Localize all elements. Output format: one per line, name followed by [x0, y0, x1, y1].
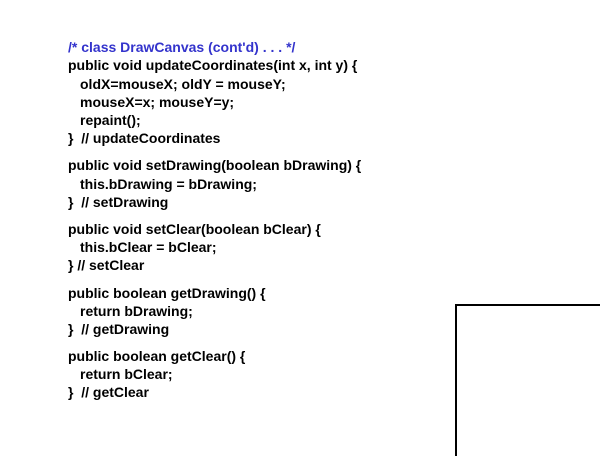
code-line: } // getClear [68, 384, 149, 400]
code-line: mouseX=x; mouseY=y; [80, 94, 235, 110]
code-line: } // updateCoordinates [68, 130, 221, 146]
code-line: } // getDrawing [68, 321, 170, 337]
code-line: public void setClear(boolean bClear) { [68, 221, 321, 237]
code-line: public void updateCoordinates(int x, int… [68, 57, 358, 73]
code-line: public boolean getClear() { [68, 348, 246, 364]
code-line: public void setDrawing(boolean bDrawing)… [68, 157, 362, 173]
code-line: } // setClear [68, 257, 145, 273]
code-line: public boolean getDrawing() { [68, 285, 266, 301]
code-line: oldX=mouseX; oldY = mouseY; [80, 76, 286, 92]
code-line: repaint(); [80, 112, 141, 128]
frame-corner-box [455, 304, 600, 456]
code-line: this.bClear = bClear; [80, 239, 217, 255]
code-line: } // setDrawing [68, 194, 169, 210]
header-comment: /* class DrawCanvas (cont'd) . . . */ [68, 39, 296, 55]
code-line: this.bDrawing = bDrawing; [80, 176, 257, 192]
code-line: return bClear; [80, 366, 173, 382]
code-line: return bDrawing; [80, 303, 193, 319]
